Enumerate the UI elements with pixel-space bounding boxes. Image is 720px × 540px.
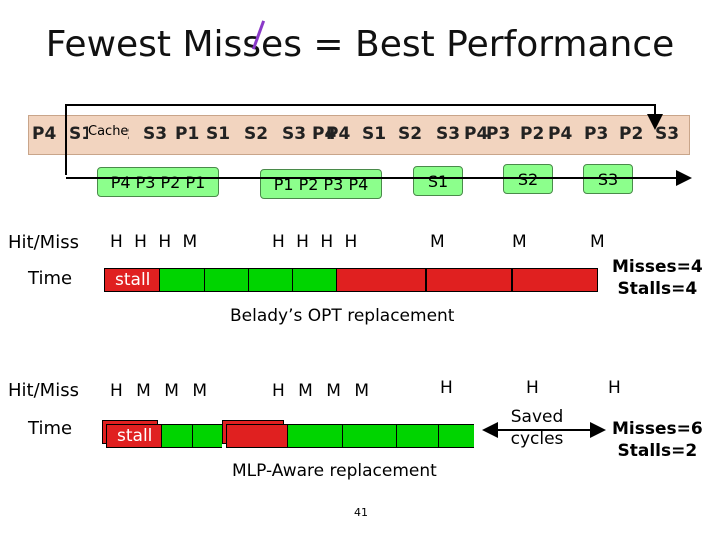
opt-summary: Misses=4 Stalls=4 bbox=[612, 256, 703, 300]
opt-stalls: Stalls=4 bbox=[617, 279, 698, 299]
opt-stall-4 bbox=[512, 268, 598, 292]
access-token: S2 bbox=[398, 124, 423, 144]
opt-timeline-1 bbox=[160, 268, 336, 292]
access-token: S1 bbox=[362, 124, 387, 144]
saved-cycles-label: Saved cycles bbox=[510, 407, 564, 449]
mlp-timeline-2 bbox=[288, 424, 474, 448]
access-token: S3 bbox=[282, 124, 307, 144]
mlp-stall-2 bbox=[226, 424, 288, 448]
opt-hits-2: H H H H bbox=[272, 232, 358, 252]
mlp-hits-3: H bbox=[440, 378, 453, 398]
opt-stall-2 bbox=[336, 268, 426, 292]
opt-hits-3: M bbox=[430, 232, 445, 252]
cache-state-2: P1 P2 P3 P4 bbox=[260, 169, 382, 199]
access-token: S2 bbox=[244, 124, 269, 144]
access-token: P2 bbox=[520, 124, 545, 144]
access-token: P3 bbox=[584, 124, 609, 144]
opt-hits-4: M bbox=[512, 232, 527, 252]
mlp-summary: Misses=6 Stalls=2 bbox=[612, 418, 703, 462]
cache-label: Cache bbox=[88, 124, 129, 139]
opt-hits-5: M bbox=[590, 232, 605, 252]
mlp-misses: Misses=6 bbox=[612, 419, 703, 439]
access-token: S1 bbox=[69, 124, 94, 144]
mlp-stalls: Stalls=2 bbox=[617, 441, 698, 461]
slide-title: Fewest Misses = Best Performance bbox=[45, 24, 675, 65]
access-token: P4 bbox=[32, 124, 57, 144]
mlp-hits-4: H bbox=[526, 378, 539, 398]
opt-stall-3 bbox=[426, 268, 512, 292]
access-token: S3 bbox=[436, 124, 461, 144]
mlp-timeline-1 bbox=[162, 424, 222, 448]
mlp-hits-1: H M M M bbox=[110, 381, 207, 401]
access-token: P3 bbox=[486, 124, 511, 144]
access-sequence-strip bbox=[28, 115, 690, 155]
opt-time-label: Time bbox=[28, 268, 73, 289]
mlp-hits-5: H bbox=[608, 378, 621, 398]
loop-arrow bbox=[65, 104, 663, 175]
access-token: S3 bbox=[143, 124, 168, 144]
access-token: P4 bbox=[464, 124, 489, 144]
mlp-hitmiss-label: Hit/Miss bbox=[8, 380, 79, 401]
opt-hits-1: H H H M bbox=[110, 232, 198, 252]
access-token: P2 bbox=[619, 124, 644, 144]
mlp-stall-1: stall bbox=[106, 424, 162, 448]
access-token: P4 bbox=[548, 124, 573, 144]
opt-caption: Belady’s OPT replacement bbox=[230, 306, 455, 326]
access-token: P1 bbox=[175, 124, 200, 144]
opt-hitmiss-label: Hit/Miss bbox=[8, 232, 79, 253]
access-token: P4 bbox=[326, 124, 351, 144]
access-token: P4 bbox=[312, 124, 337, 144]
opt-stall-1: stall bbox=[104, 268, 160, 292]
page-number: 41 bbox=[354, 506, 368, 519]
mlp-time-label: Time bbox=[28, 418, 73, 439]
opt-misses: Misses=4 bbox=[612, 257, 703, 277]
access-token: S1 bbox=[206, 124, 231, 144]
mlp-hits-2: H M M M bbox=[272, 381, 369, 401]
mlp-caption: MLP-Aware replacement bbox=[232, 461, 437, 481]
cache-state-3: S1 bbox=[413, 166, 463, 196]
